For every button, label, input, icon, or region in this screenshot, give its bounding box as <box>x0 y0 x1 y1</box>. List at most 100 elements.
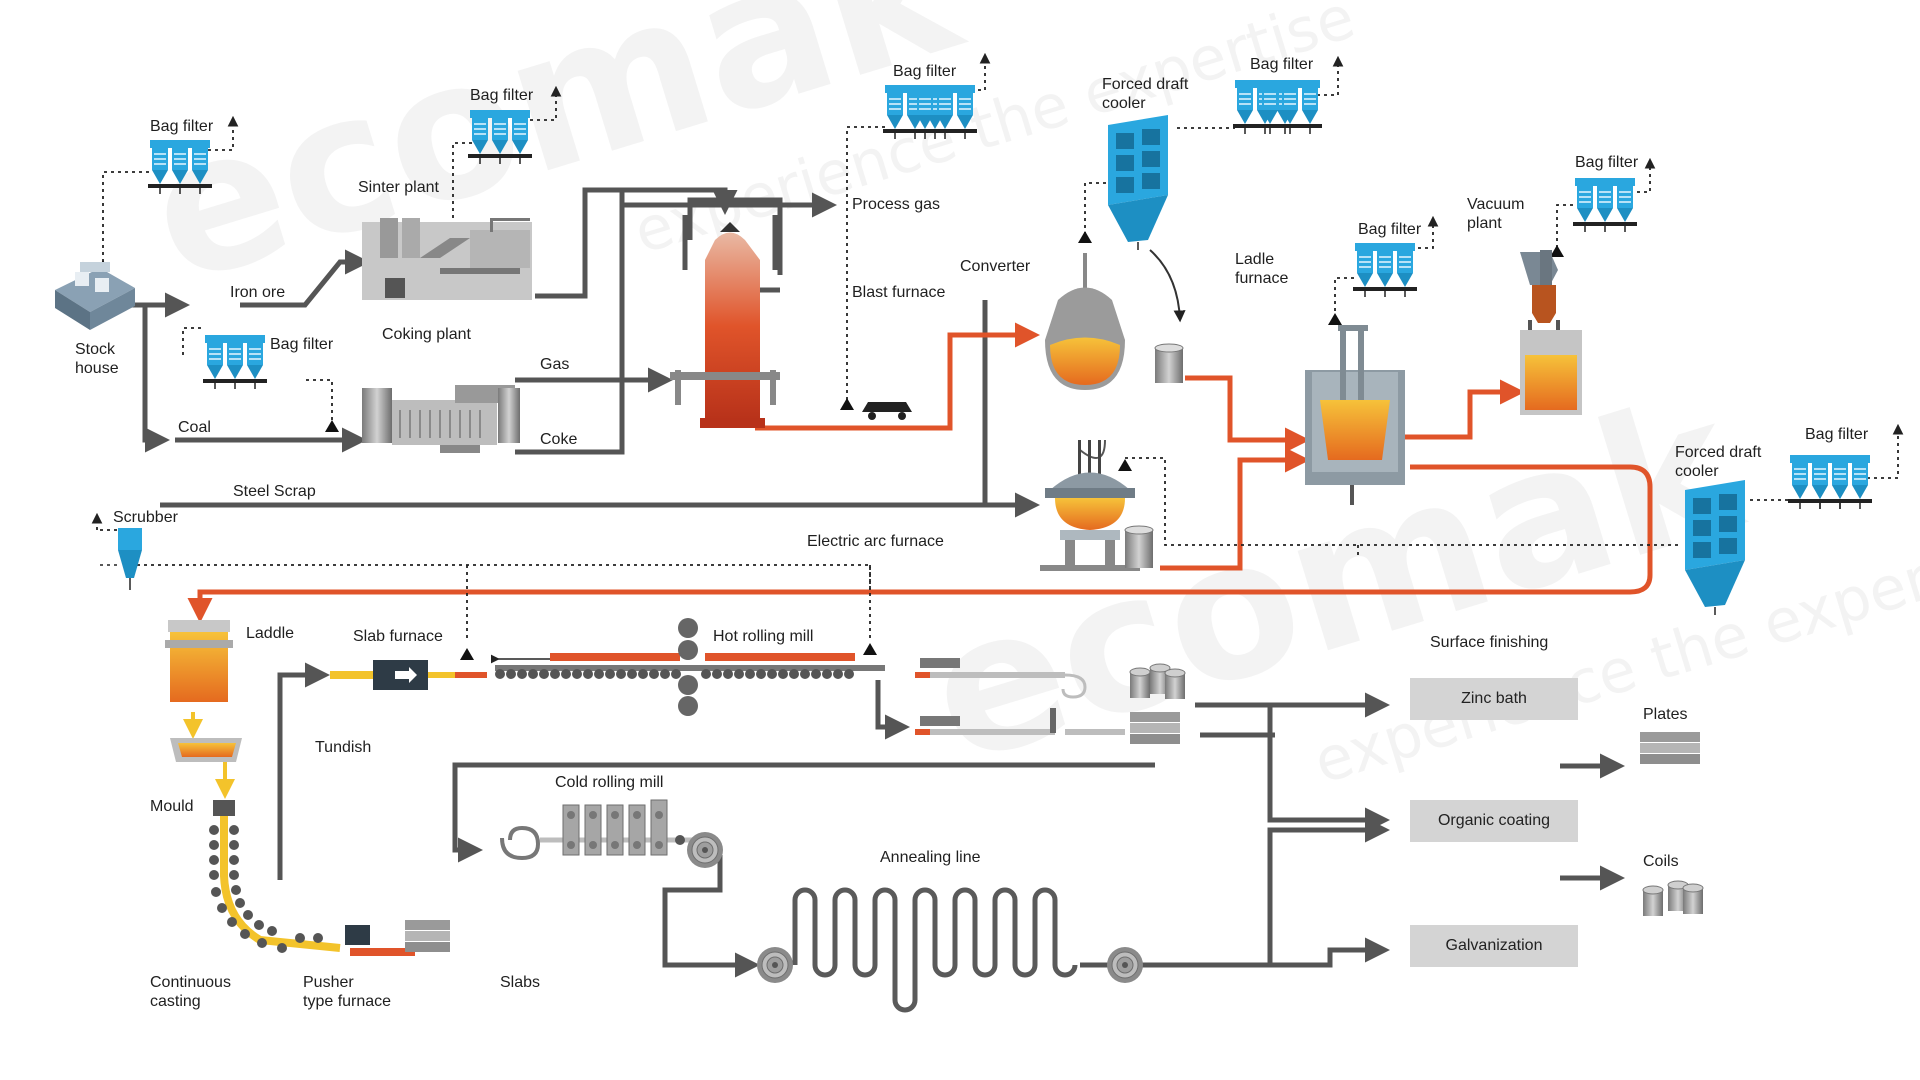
bag-filter-icon <box>1352 242 1418 298</box>
converter-label: Converter <box>960 258 1031 275</box>
roller <box>778 669 788 679</box>
slab-furnace-icon <box>330 660 487 690</box>
roller <box>605 669 615 679</box>
stock-house-label: Stock house <box>75 341 119 377</box>
bag-filter-icon <box>147 139 213 195</box>
roller <box>822 669 832 679</box>
scrubber-label: Scrubber <box>113 509 178 526</box>
bag-filter-icon <box>467 109 533 165</box>
slab-icon <box>405 920 450 952</box>
gas-label: Gas <box>540 356 570 373</box>
process-gas-label: Process gas <box>852 196 941 213</box>
electric-arc-furnace-icon <box>1040 439 1154 571</box>
bag-filter-label: Bag filter <box>1250 56 1314 73</box>
roller <box>506 669 516 679</box>
laddle-icon <box>165 620 233 702</box>
laddle-label: Laddle <box>246 625 295 642</box>
blast-furnace-icon <box>670 215 780 428</box>
roller <box>583 669 593 679</box>
mould-icon <box>209 800 341 953</box>
plates-label: Plates <box>1643 706 1688 723</box>
plate-output-icon <box>915 658 1125 735</box>
cooler-icon <box>1684 479 1746 616</box>
organic-coating-box: Organic coating <box>1410 800 1578 842</box>
roller <box>572 669 582 679</box>
annealing-line-icon <box>792 887 1078 1013</box>
coils-label: Coils <box>1643 853 1679 870</box>
stock-house-icon <box>55 262 135 330</box>
roller <box>833 669 843 679</box>
vacuum-plant-icon <box>1520 250 1582 415</box>
coil-stack-icon <box>1642 880 1704 917</box>
roller <box>517 669 527 679</box>
bag-filter-label: Bag filter <box>1805 426 1869 443</box>
coke-label: Coke <box>540 431 578 448</box>
continuous-casting-label: Continuous casting <box>150 974 231 1010</box>
sinter-plant-label: Sinter plant <box>358 179 439 196</box>
cooler-icon <box>1107 114 1169 251</box>
bag-filter-icon <box>202 334 268 390</box>
coil-icon <box>1106 946 1144 984</box>
hot-rolling-mill-icon <box>490 618 885 716</box>
roller <box>712 669 722 679</box>
casting-flow-lines <box>183 712 235 799</box>
material-flow-lines <box>130 187 1625 978</box>
hot-rolling-mill-label: Hot rolling mill <box>713 628 814 645</box>
iron-ore-label: Iron ore <box>230 284 286 301</box>
galvanization-box: Galvanization <box>1410 925 1578 967</box>
coking-plant-label: Coking plant <box>382 326 471 343</box>
surface-finishing-label: Surface finishing <box>1430 634 1549 651</box>
annealing-line-label: Annealing line <box>880 849 981 866</box>
roller <box>627 669 637 679</box>
roller <box>594 669 604 679</box>
railcar-icon <box>862 402 912 420</box>
bag-filter-label: Bag filter <box>1358 221 1422 238</box>
cold-rolling-mill-icon <box>500 799 700 861</box>
mould-label: Mould <box>150 798 194 815</box>
roller <box>539 669 549 679</box>
bag-filter-icon <box>1787 454 1873 510</box>
roller <box>734 669 744 679</box>
roller <box>660 669 670 679</box>
roller <box>767 669 777 679</box>
sinter-plant-icon <box>362 218 532 300</box>
roller <box>616 669 626 679</box>
hot-metal-flow-lines <box>187 322 1653 623</box>
roller <box>638 669 648 679</box>
ladle-furnace-label: Ladle furnace <box>1235 251 1289 287</box>
roller <box>649 669 659 679</box>
steel-scrap-label: Steel Scrap <box>233 483 316 500</box>
converter-icon <box>1045 249 1186 390</box>
roller <box>495 669 505 679</box>
roller <box>756 669 766 679</box>
zinc-bath-box: Zinc bath <box>1410 678 1578 720</box>
cold-rolling-mill-label: Cold rolling mill <box>555 774 664 791</box>
roller <box>789 669 799 679</box>
coil-icon <box>686 831 724 869</box>
roller <box>528 669 538 679</box>
pusher-type-furnace-icon <box>345 925 415 956</box>
coking-plant-icon <box>362 385 520 453</box>
roller <box>745 669 755 679</box>
exhaust-dotted-lines <box>91 52 1904 640</box>
roller <box>811 669 821 679</box>
roller <box>723 669 733 679</box>
forced-draft-cooler-label: Forced draft cooler <box>1102 76 1189 112</box>
scrubber-icon <box>100 528 142 590</box>
bag-filter-label: Bag filter <box>270 336 334 353</box>
slabs-label: Slabs <box>500 974 541 991</box>
plate-icon <box>1640 732 1700 764</box>
roller <box>701 669 711 679</box>
vacuum-plant-label: Vacuum plant <box>1467 196 1525 232</box>
roller <box>550 669 560 679</box>
coil-icon <box>756 946 794 984</box>
bag-filter-label: Bag filter <box>150 118 214 135</box>
coal-label: Coal <box>178 419 211 436</box>
bag-filter-label: Bag filter <box>1575 154 1639 171</box>
bag-filter-icon <box>882 84 978 140</box>
bag-filter-icon <box>1572 177 1638 233</box>
bag-filter-label: Bag filter <box>470 87 534 104</box>
pusher-type-furnace-label: Pusher type furnace <box>303 974 392 1010</box>
